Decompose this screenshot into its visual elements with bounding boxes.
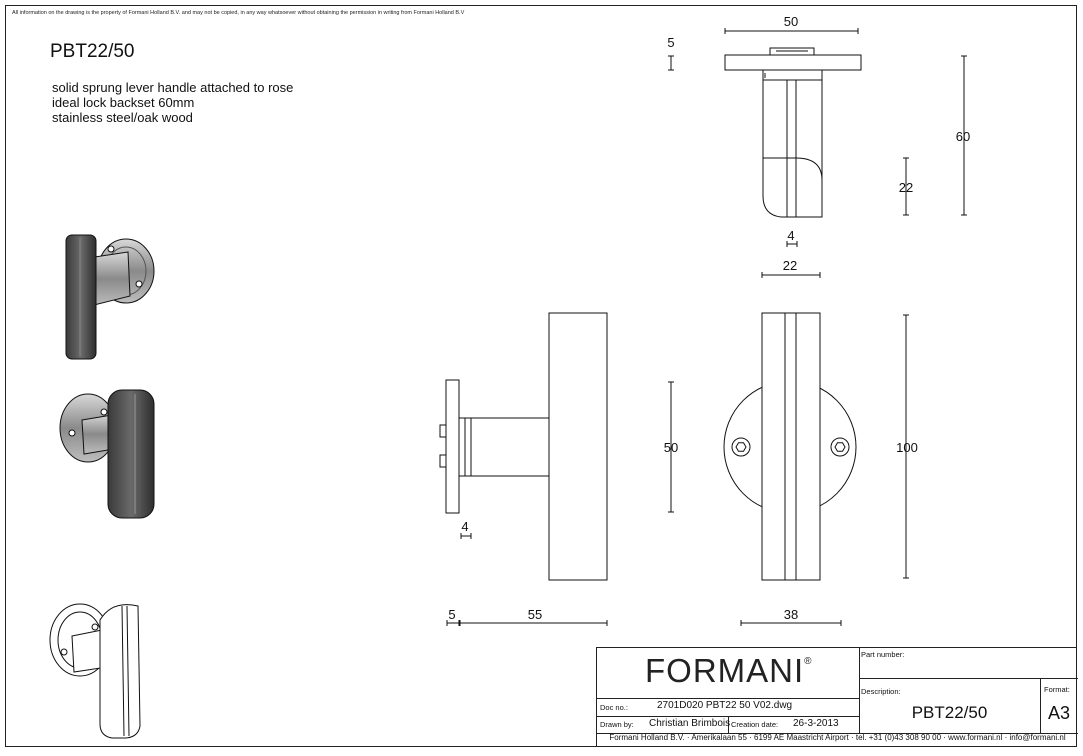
- product-title: PBT22/50: [50, 41, 135, 62]
- drawn-by-label: Drawn by:: [600, 720, 634, 729]
- divider: [728, 716, 729, 733]
- dim-top-width: 50: [784, 14, 798, 29]
- divider: [859, 648, 860, 733]
- creation-date-value: 26-3-2013: [793, 718, 839, 729]
- description-line-3: stainless steel/oak wood: [52, 110, 193, 125]
- dim-top-height: 60: [956, 129, 970, 144]
- company-footer: Formani Holland B.V. · Amerikalaan 55 · …: [609, 733, 1066, 742]
- copyright-disclaimer: All information on the drawing is the pr…: [12, 10, 465, 16]
- dim-top-gap: 4: [787, 228, 794, 243]
- dim-front-width: 22: [783, 258, 797, 273]
- formani-logo: FORMANI®: [645, 652, 813, 690]
- dimension-lines: [446, 28, 967, 626]
- dim-side-length: 55: [528, 607, 542, 622]
- description-value: PBT22/50: [911, 703, 988, 722]
- dim-side-gap: 4: [461, 519, 468, 534]
- registered-mark: ®: [804, 656, 813, 667]
- divider: [597, 733, 1078, 734]
- description-label: Description:: [861, 687, 901, 696]
- format-label: Format:: [1044, 685, 1070, 694]
- front-view: [723, 312, 857, 581]
- creation-date-label: Creation date:: [731, 720, 779, 729]
- dim-side-rose-height: 50: [664, 440, 678, 455]
- product-description: solid sprung lever handle attached to ro…: [52, 80, 293, 125]
- dim-top-grip: 22: [899, 180, 913, 195]
- side-view: [439, 312, 608, 581]
- description-line-1: solid sprung lever handle attached to ro…: [52, 80, 294, 95]
- divider: [597, 698, 859, 699]
- logo-text: FORMANI: [645, 652, 805, 689]
- illustration-handle-outline: [49, 603, 141, 739]
- doc-no-value: 2701D020 PBT22 50 V02.dwg: [657, 700, 793, 711]
- title-block: FORMANI® Part number: Description: Forma…: [596, 647, 1078, 746]
- part-number-label: Part number:: [861, 650, 905, 659]
- dim-front-height: 100: [896, 440, 918, 455]
- description-line-2: ideal lock backset 60mm: [52, 95, 195, 110]
- dim-side-rose-depth: 5: [448, 607, 455, 622]
- doc-no-label: Doc no.:: [600, 703, 628, 712]
- dim-front-rose-width: 38: [784, 607, 798, 622]
- drawing-sheet-border: [5, 5, 1077, 747]
- illustration-handle-front: [65, 234, 155, 360]
- illustration-handle-angled: [59, 389, 155, 519]
- dimension-labels: 50 5 60 22 4 22 50 100 4 5 55 38: [448, 14, 970, 622]
- divider: [859, 678, 1078, 679]
- divider: [1040, 678, 1041, 733]
- top-view: [724, 47, 862, 218]
- drawn-by-value: Christian Brimbois: [649, 718, 731, 729]
- format-value: A3: [1047, 703, 1071, 723]
- dim-top-rose-thickness: 5: [667, 35, 674, 50]
